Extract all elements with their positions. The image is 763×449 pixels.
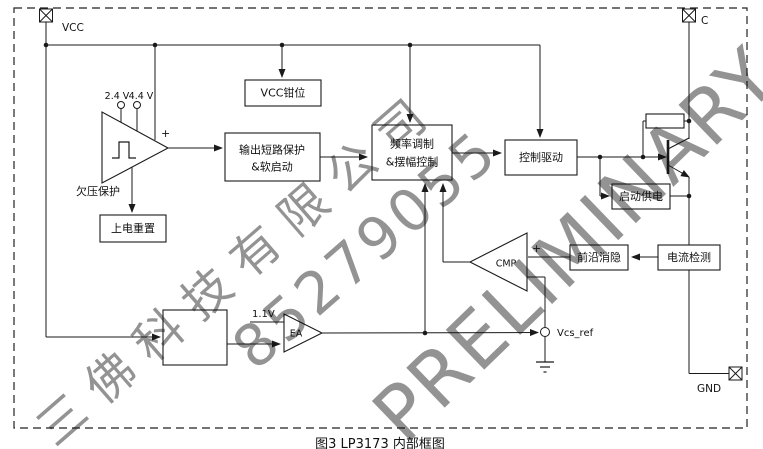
uvlo-comparator [101,101,170,184]
block-vcc-clamp-label: VCC钳位 [261,86,306,100]
vcs-ref-label: Vcs_ref [557,328,594,339]
block-startup-supply-label: 启动供电 [619,189,663,203]
cmp-comparator [468,232,528,292]
block-vcc-clamp [244,79,322,107]
block-power-on-reset-label: 上电重置 [111,221,155,235]
block-power-on-reset [99,214,167,243]
pin-vcc-label: VCC [62,22,84,34]
block-freq-modulation-label1: 频率调制 [390,137,434,151]
ea-reference-label: 1.1V [252,309,275,320]
startup-resistor [645,113,685,129]
block-control-drive [504,139,578,176]
ea-amplifier [283,313,324,353]
chip-boundary [13,7,748,429]
block-freq-modulation-label2: &摆幅控制 [386,155,439,169]
block-short-circuit-protect-label2: &软启动 [251,160,293,174]
uv-threshold-high-label: 4.4 V [129,91,154,102]
pin-vcc [39,8,53,23]
uv-input-node-high [133,101,141,109]
junction-dots [43,42,692,336]
block-freq-modulation [371,124,453,181]
block-short-circuit-protect [224,132,321,182]
uvlo-label: 欠压保护 [76,184,120,198]
ea-label: EA [290,329,303,340]
pin-gnd [728,366,743,381]
pin-c [682,8,696,23]
uvlo-plus-sign: + [161,127,170,140]
ground-symbol [536,361,554,373]
uv-threshold-low-label: 2.4 V [105,91,130,102]
block-leading-edge-blanking-label: 前沿消隐 [577,250,621,264]
hysteresis-symbol [112,141,136,159]
block-short-circuit-protect-label1: 输出短路保护 [239,143,305,157]
figure-caption: 图3 LP3173 内部框图 [315,436,445,449]
block-current-sense [657,244,721,271]
block-leading-edge-blanking [569,244,629,271]
pin-c-label: C [701,15,708,27]
cmp-label: CMP [496,259,517,270]
block-current-sense-label: 电流检测 [667,250,711,264]
vcs-ref-node [540,327,550,337]
uv-input-node-low [117,101,125,109]
pin-gnd-label: GND [697,383,721,395]
block-control-drive-label: 控制驱动 [519,150,563,164]
cmp-plus-sign: + [532,242,541,255]
block-startup-supply [611,183,671,210]
block-divider-resistor [162,309,228,366]
